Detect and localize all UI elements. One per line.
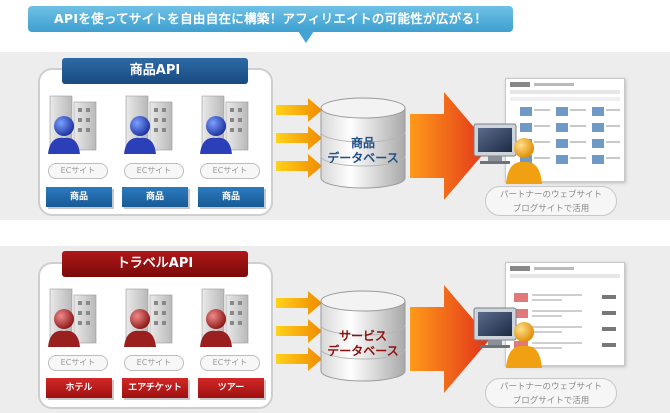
ec-site-icon-3: [200, 95, 249, 154]
ec-site-icon-3: [200, 288, 249, 347]
product-database-icon: [320, 97, 406, 189]
database-label-line1: 商品: [350, 136, 375, 150]
product-big-arrow-icon: [410, 92, 490, 200]
ec-site-label: ECサイト: [124, 163, 184, 179]
database-label-line2: データベース: [327, 151, 399, 165]
arrow-icon: [276, 98, 322, 122]
product-database-label: 商品 データベース: [318, 136, 408, 166]
headline-text: APIを使ってサイトを自由自在に構築！アフィリエイトの可能性が広がる！: [53, 11, 488, 26]
partner-caption-line1: パートナーのウェブサイト: [499, 190, 602, 200]
arrow-icon: [276, 154, 322, 178]
travel-api-title-text: トラベルAPI: [116, 256, 194, 271]
air-ticket-button: エアチケット: [122, 378, 188, 398]
ec-site-icon-1: [48, 95, 97, 154]
partner-caption-line1: パートナーのウェブサイト: [499, 382, 602, 392]
ec-site-icon-1: [48, 288, 97, 347]
hotel-button: ホテル: [46, 378, 112, 398]
headline-banner: APIを使ってサイトを自由自在に構築！アフィリエイトの可能性が広がる！: [28, 6, 513, 32]
ec-site-label: ECサイト: [124, 355, 184, 371]
partner-caption: パートナーのウェブサイト ブログサイトで活用: [485, 186, 617, 216]
travel-flow-arrows: [276, 291, 322, 371]
arrow-icon: [276, 319, 322, 343]
ec-site-label: ECサイト: [200, 163, 260, 179]
website-thumbnail: [510, 266, 620, 350]
database-label-line2: データベース: [327, 344, 399, 358]
partner-caption-line2: ブログサイトで活用: [512, 396, 590, 406]
travel-ec-icons: [48, 288, 249, 347]
product-button-1: 商品: [46, 187, 112, 207]
arrow-icon: [276, 126, 322, 150]
headline-tail: [298, 31, 314, 43]
ec-site-label: ECサイト: [200, 355, 260, 371]
product-button-2: 商品: [122, 187, 188, 207]
partner-caption-line2: ブログサイトで活用: [512, 204, 590, 214]
tour-button: ツアー: [198, 378, 264, 398]
service-database-label: サービス データベース: [318, 329, 408, 359]
ec-site-label: ECサイト: [48, 355, 108, 371]
product-api-title-text: 商品API: [129, 63, 181, 78]
travel-api-title: トラベルAPI: [62, 251, 248, 277]
product-flow-arrows: [276, 98, 322, 178]
ec-site-icon-2: [124, 288, 173, 347]
partner-caption: パートナーのウェブサイト ブログサイトで活用: [485, 378, 617, 408]
ec-site-icon-2: [124, 95, 173, 154]
partner-user-icon: [473, 123, 542, 184]
travel-big-arrow-icon: [410, 285, 490, 393]
service-database-icon: [320, 290, 406, 382]
product-button-3: 商品: [198, 187, 264, 207]
partner-user-icon: [473, 307, 542, 368]
database-label-line1: サービス: [338, 329, 387, 343]
product-ec-icons: [48, 95, 249, 154]
arrow-icon: [276, 291, 322, 315]
ec-site-label: ECサイト: [48, 163, 108, 179]
product-api-title: 商品API: [62, 58, 248, 84]
arrow-icon: [276, 347, 322, 371]
